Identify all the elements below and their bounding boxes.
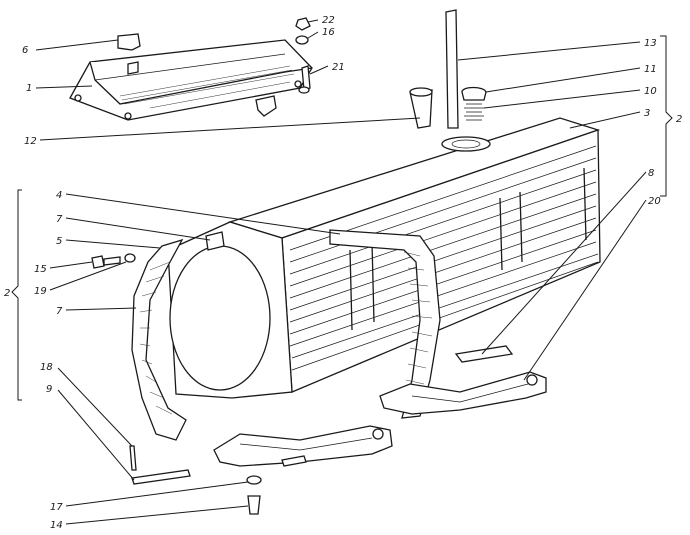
fastener-illustration-top <box>295 17 311 94</box>
fastener-illustration-bottom <box>91 253 262 515</box>
callout-12: 12 <box>24 136 37 147</box>
mounting-strap-illustration <box>131 229 441 441</box>
callout-21: 21 <box>332 62 345 73</box>
callout-17: 17 <box>50 502 63 513</box>
callout-18: 18 <box>40 362 53 373</box>
callout-22: 22 <box>322 15 335 26</box>
callout-10: 10 <box>644 86 657 97</box>
callout-2-right: 2 <box>676 114 682 125</box>
filler-parts-illustration <box>409 9 487 129</box>
callout-13: 13 <box>644 38 657 49</box>
callout-5: 5 <box>56 236 62 247</box>
support-bracket-illustration <box>213 345 547 467</box>
callout-1: 1 <box>26 83 32 94</box>
callout-15: 15 <box>34 264 47 275</box>
callout-8: 8 <box>648 168 654 179</box>
callout-16: 16 <box>322 27 335 38</box>
callout-14: 14 <box>50 520 63 531</box>
fuel-tank-illustration <box>167 117 601 399</box>
lid-illustration <box>69 33 313 121</box>
callout-20: 20 <box>648 196 661 207</box>
callout-2-left: 2 <box>4 288 10 299</box>
callout-6: 6 <box>22 45 28 56</box>
callout-4: 4 <box>56 190 62 201</box>
callout-19: 19 <box>34 286 47 297</box>
callout-labels: 6 1 22 16 21 13 11 10 3 12 8 20 4 7 5 15… <box>4 15 682 531</box>
callout-9: 9 <box>46 384 52 395</box>
leader-lines <box>11 19 673 525</box>
callout-7-lower: 7 <box>56 306 63 317</box>
callout-3: 3 <box>644 108 650 119</box>
callout-11: 11 <box>644 64 657 75</box>
callout-7-upper: 7 <box>56 214 63 225</box>
